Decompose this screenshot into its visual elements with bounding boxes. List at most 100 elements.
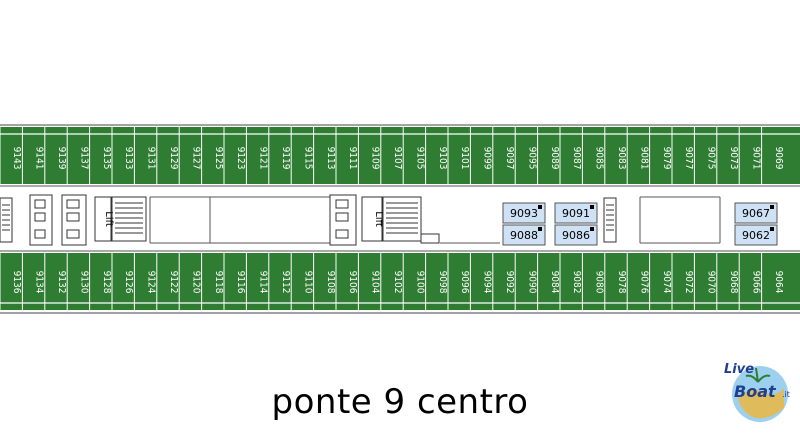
cabin-number: 9129 [168, 147, 179, 170]
cabin-number: 9089 [549, 147, 560, 170]
restroom-fixtures-left [29, 194, 87, 246]
cabin-number: 9137 [78, 147, 89, 170]
cabin-number: 9119 [280, 147, 291, 170]
cabin-number: 9084 [549, 271, 560, 294]
cabin-number: 9094 [482, 271, 493, 294]
cabin-number: 9071 [750, 147, 761, 170]
cabin-number: 9135 [101, 147, 112, 170]
stairs-center [382, 196, 440, 244]
cabin-number: 9072 [683, 271, 694, 294]
cabin-number: 9077 [683, 147, 694, 170]
cabin-number: 9087 [571, 147, 582, 170]
cabin-marker [538, 227, 542, 231]
cabin-number: 9081 [638, 147, 649, 170]
cabin-number: 9098 [437, 271, 448, 294]
bottom-cabin-row [0, 253, 800, 310]
globe-icon [732, 366, 788, 422]
inner-cabin-number: 9086 [562, 229, 590, 242]
cabin-number: 9114 [258, 271, 269, 294]
inner-cabin-number: 9091 [562, 207, 590, 220]
cabin-number: 9073 [728, 147, 739, 170]
cabin-number: 9075 [706, 147, 717, 170]
liveboat-logo: Live Boat .it [720, 358, 798, 428]
cabin-number: 9101 [459, 147, 470, 170]
inner-cabin-box [502, 224, 546, 246]
top-cabin-row [0, 127, 800, 184]
cabin-number: 9111 [347, 147, 358, 170]
cabin-number: 9074 [661, 271, 672, 294]
cabin-number: 9078 [616, 271, 627, 294]
lift-label-left: Lift [103, 211, 114, 227]
cabin-number: 9079 [661, 147, 672, 170]
cabin-number: 9106 [347, 271, 358, 294]
inner-cabin-box [554, 224, 598, 246]
cabin-number: 9095 [526, 147, 537, 170]
cabin-number: 9143 [11, 147, 22, 170]
inner-cabin-box [554, 202, 598, 224]
cabin-number: 9110 [302, 271, 313, 294]
cabin-number: 9125 [213, 147, 224, 170]
cabin-number: 9123 [235, 147, 246, 170]
cabin-number: 9126 [123, 271, 134, 294]
cabin-number: 9136 [11, 271, 22, 294]
cabin-number: 9120 [190, 271, 201, 294]
cabin-number: 9131 [146, 147, 157, 170]
cabin-number: 9064 [773, 271, 784, 294]
cabin-number: 9102 [392, 271, 403, 294]
cabin-number: 9130 [78, 271, 89, 294]
cabin-number: 9092 [504, 271, 515, 294]
cabin-number: 9107 [392, 147, 403, 170]
cabin-number: 9109 [370, 147, 381, 170]
cabin-number: 9105 [414, 147, 425, 170]
cabin-number: 9128 [101, 271, 112, 294]
cabin-number: 9068 [728, 271, 739, 294]
deck-caption: ponte 9 centro [271, 382, 529, 422]
cabin-number: 9112 [280, 271, 291, 294]
cabin-marker [590, 227, 594, 231]
cabin-number: 9099 [482, 147, 493, 170]
restroom-fixtures-center [329, 194, 357, 246]
cabin-number: 9070 [706, 271, 717, 294]
lift-center: Lift [361, 196, 384, 242]
cabin-number: 9124 [146, 271, 157, 294]
cabin-number: 9096 [459, 271, 470, 294]
cabin-marker [538, 205, 542, 209]
cabin-number: 9083 [616, 147, 627, 170]
cabin-number: 9116 [235, 271, 246, 294]
cabin-number: 9104 [370, 271, 381, 294]
logo-line1: Live [724, 362, 755, 377]
cabin-number: 9103 [437, 147, 448, 170]
inner-cabin-number: 9067 [742, 207, 770, 220]
lift-label-center: Lift [373, 211, 384, 227]
inner-cabin-box [734, 224, 778, 246]
cabin-marker [590, 205, 594, 209]
cabin-number: 9108 [325, 271, 336, 294]
cabin-number: 9069 [773, 147, 784, 170]
cabin-number: 9127 [190, 147, 201, 170]
cabin-number: 9141 [34, 147, 45, 170]
cabin-number: 9082 [571, 271, 582, 294]
cabin-number: 9133 [123, 147, 134, 170]
cabin-number: 9066 [750, 271, 761, 294]
cabin-number: 9090 [526, 271, 537, 294]
cabin-number: 9080 [594, 271, 605, 294]
logo-line2: Boat [734, 382, 776, 401]
inner-cabin-number: 9093 [510, 207, 538, 220]
cabin-number: 9132 [56, 271, 67, 294]
cabin-number: 9097 [504, 147, 515, 170]
lift-left: Lift [94, 196, 114, 242]
cabin-marker [770, 227, 774, 231]
inner-cabin-number: 9088 [510, 229, 538, 242]
stairs-right [603, 197, 617, 243]
cabin-number: 9113 [325, 147, 336, 170]
cabin-number: 9085 [594, 147, 605, 170]
inner-cabin-box [734, 202, 778, 224]
stairs-left [111, 196, 147, 242]
cabin-number: 9115 [302, 147, 313, 170]
inner-cabin-number: 9062 [742, 229, 770, 242]
cabin-number: 9076 [638, 271, 649, 294]
inner-cabins: 9093 9088 9091 9086 9067 9062 [502, 202, 778, 246]
